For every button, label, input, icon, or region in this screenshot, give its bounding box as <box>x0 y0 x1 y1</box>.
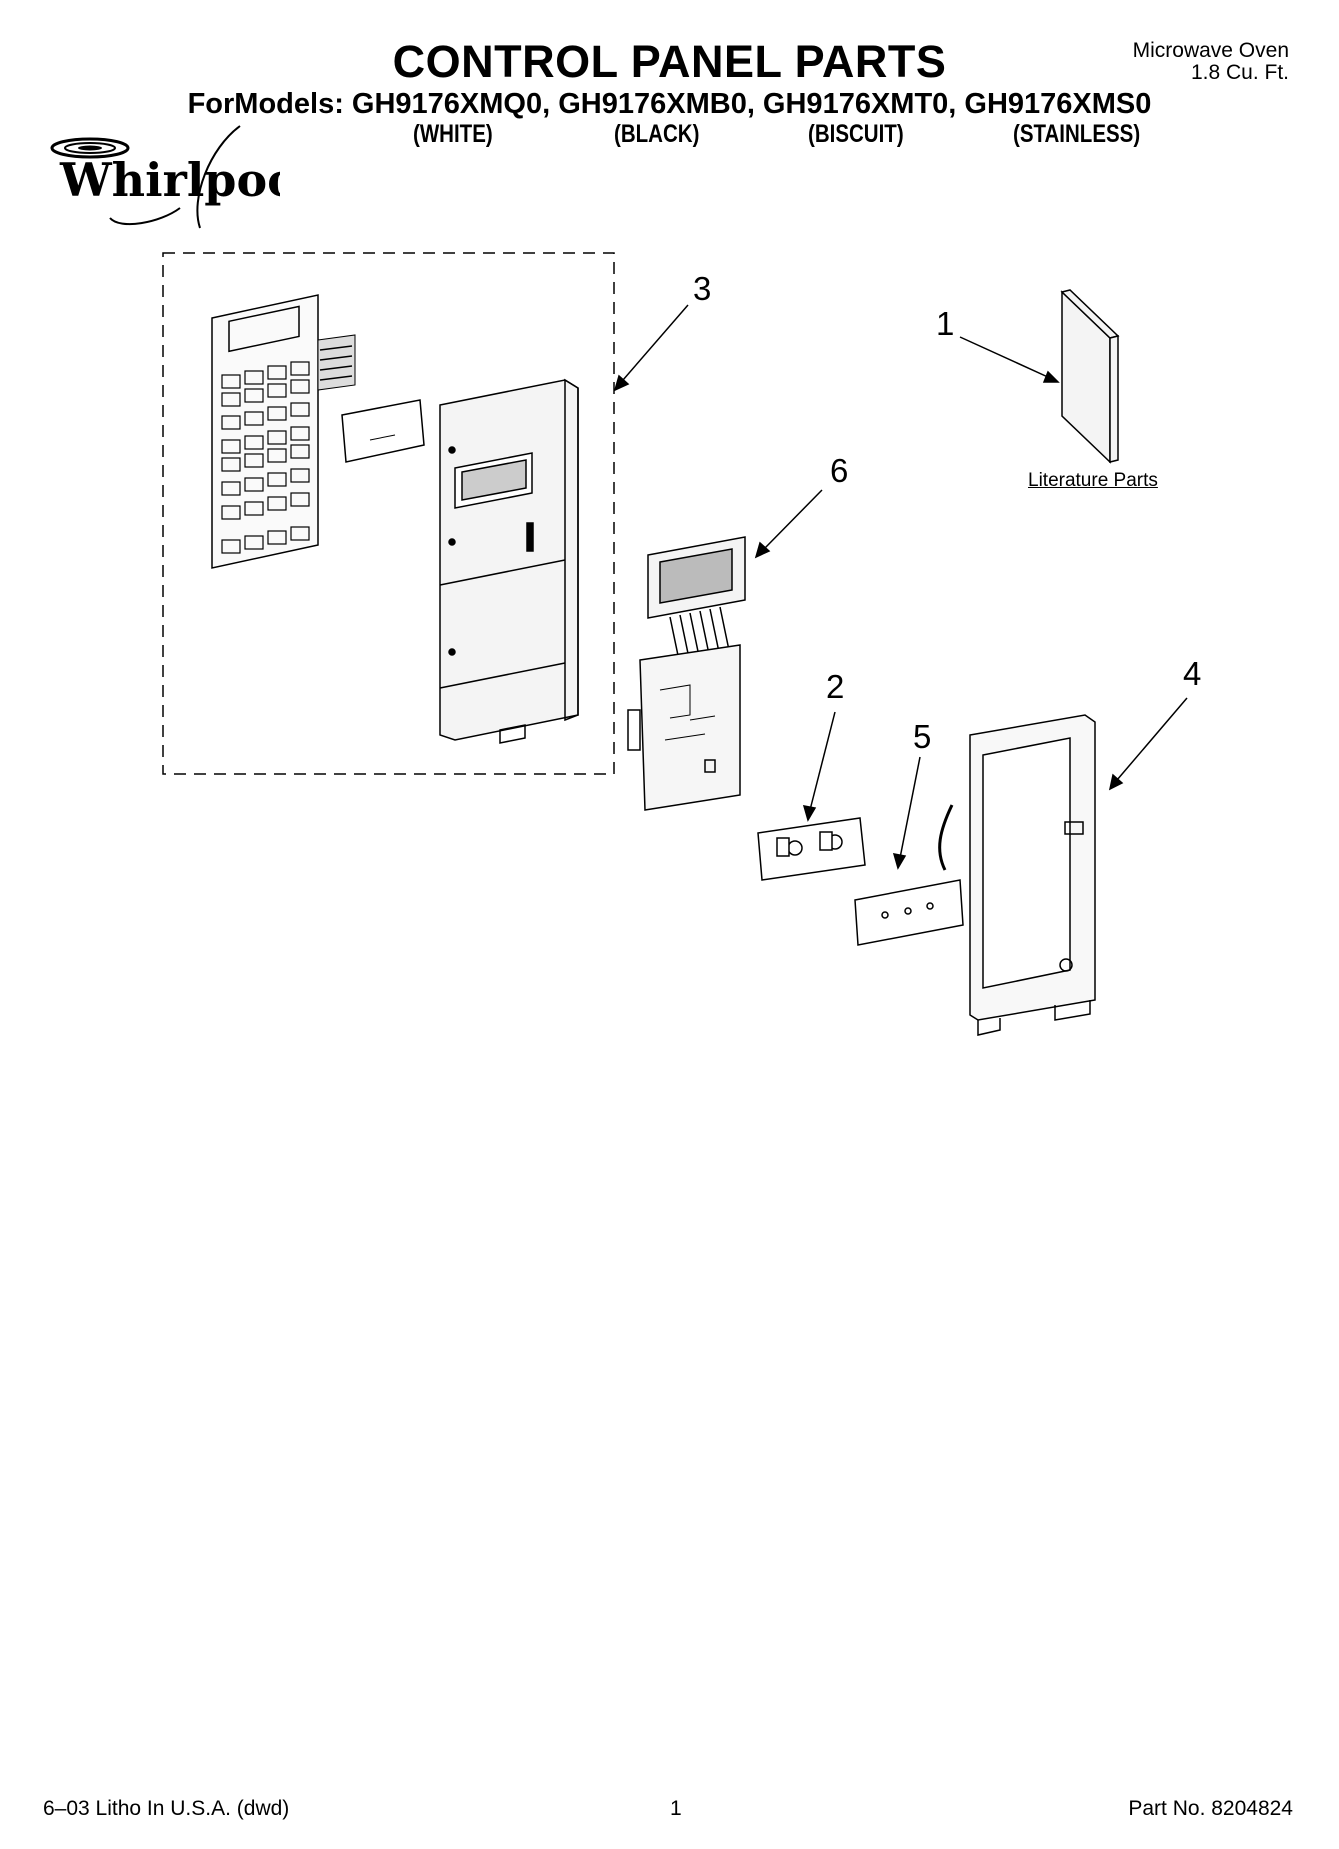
callout-6: 6 <box>830 452 849 489</box>
circuit-board <box>627 644 741 811</box>
door-latch-switch <box>757 817 866 881</box>
product-type: Microwave Oven <box>1132 39 1289 62</box>
callout-2: 2 <box>826 668 845 705</box>
page-title: CONTROL PANEL PARTS <box>392 36 947 87</box>
product-description: Microwave Oven 1.8 Cu. Ft. <box>1133 40 1289 84</box>
literature-parts-label: Literature Parts <box>1028 470 1158 491</box>
color-black: (BLACK) <box>614 120 700 148</box>
print-info: 6–03 Litho In U.S.A. (dwd) <box>43 1797 290 1820</box>
models-line: ForModels: GH9176XMQ0, GH9176XMB0, GH917… <box>187 88 1152 120</box>
part-number: Part No. 8204824 <box>1128 1797 1293 1820</box>
whirlpool-logo: Whirlpool <box>50 125 280 229</box>
literature-booklet <box>1060 289 1120 464</box>
color-stainless: (STAINLESS) <box>1013 120 1141 148</box>
display-board <box>647 536 746 666</box>
assembly-boundary <box>162 252 615 775</box>
callout-4: 4 <box>1183 655 1202 692</box>
callout-3: 3 <box>693 270 712 307</box>
leader-arrows <box>613 304 1188 870</box>
sensor-bracket <box>854 804 964 946</box>
callout-1: 1 <box>936 305 955 342</box>
mounting-bracket-frame <box>969 714 1096 1036</box>
control-panel-frame <box>439 378 579 744</box>
page-number: 1 <box>670 1797 682 1820</box>
svg-text:Whirlpool: Whirlpool <box>59 153 280 207</box>
callout-5: 5 <box>913 718 932 755</box>
keypad-overlay <box>211 294 356 569</box>
color-white: (WHITE) <box>413 120 493 148</box>
color-biscuit: (BISCUIT) <box>808 120 904 148</box>
display-lens <box>341 399 425 463</box>
product-capacity: 1.8 Cu. Ft. <box>1190 61 1289 84</box>
